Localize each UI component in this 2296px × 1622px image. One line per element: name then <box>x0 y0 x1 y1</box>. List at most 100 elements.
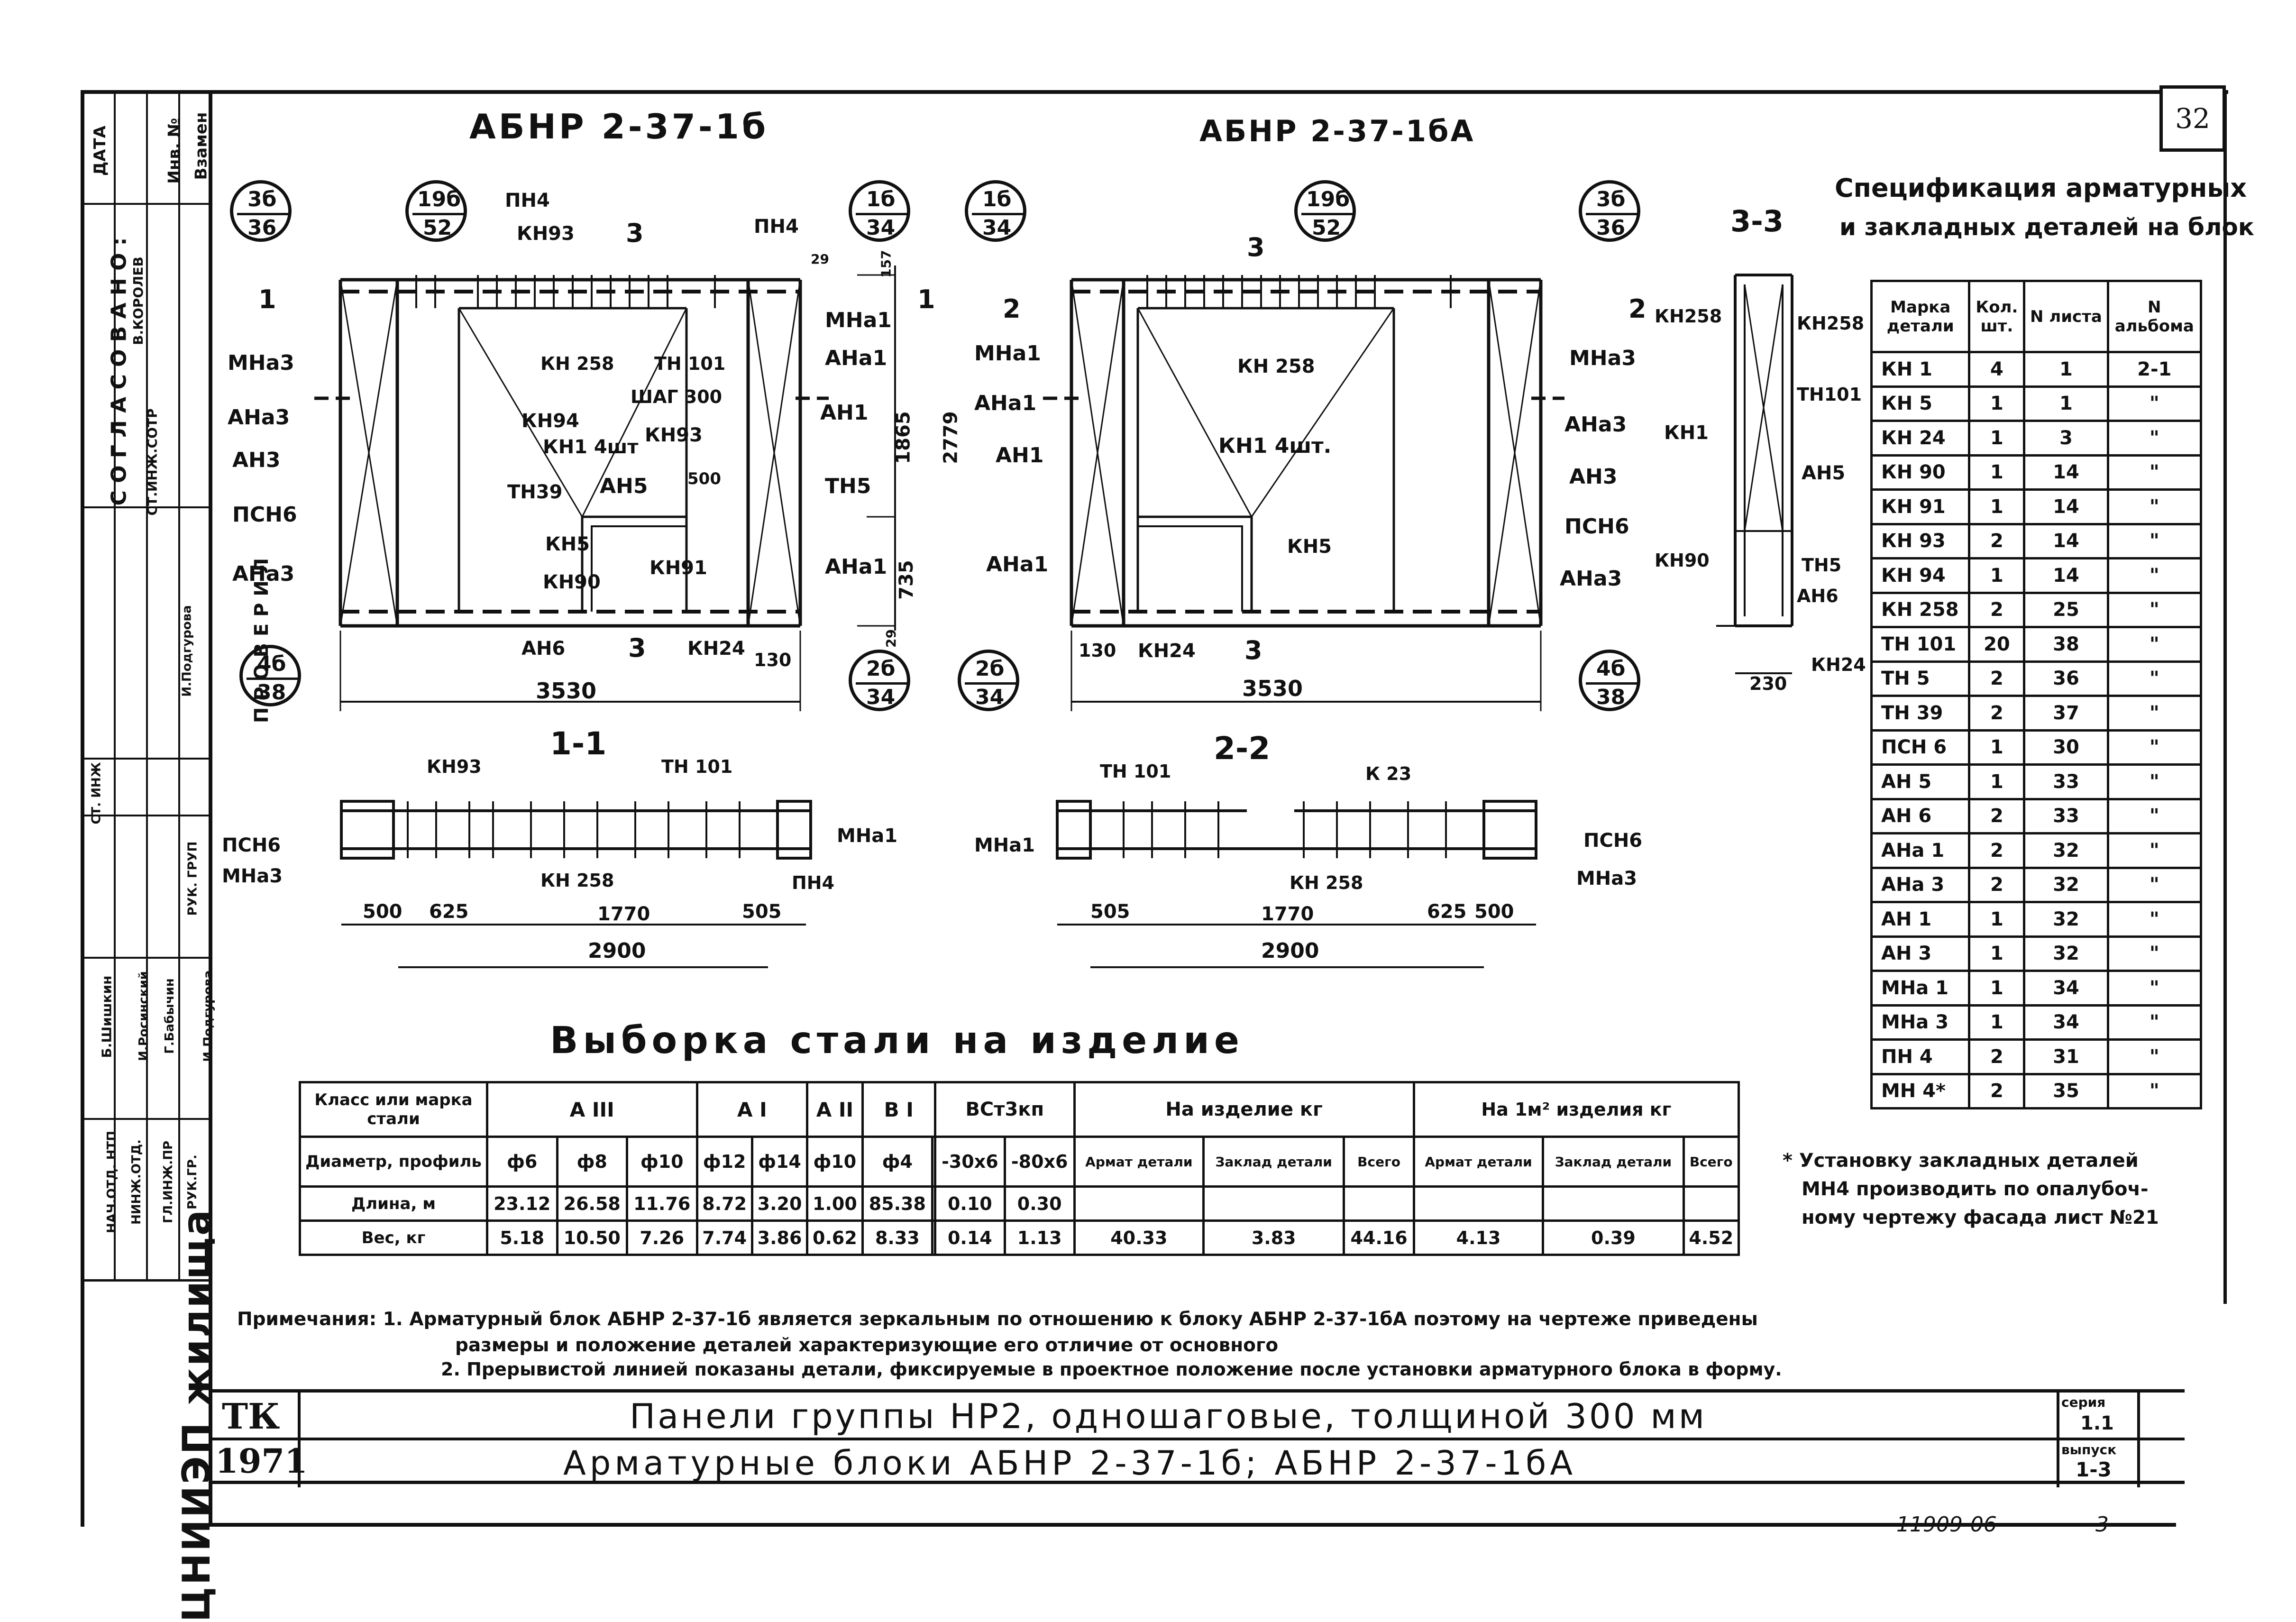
spec-cell: " <box>2106 901 2203 938</box>
stamp-podgurova: И.Подгурова <box>180 605 194 697</box>
bubble-3b-36: 3б 36 <box>230 180 292 242</box>
tb-series-val: 1.1 <box>2080 1412 2114 1434</box>
steel-cell-len: 23.12 <box>486 1185 558 1222</box>
lv-label-mna3: МНа3 <box>228 351 294 375</box>
spec-cell: 32 <box>2023 832 2109 869</box>
steel-cell-wt: 40.33 <box>1073 1219 1205 1256</box>
steel-h-a3: А III <box>486 1081 698 1138</box>
steel-cell-diam: Армат детали <box>1412 1136 1545 1188</box>
spec-cell: " <box>2106 454 2203 491</box>
section-22-title: 2-2 <box>1214 730 1271 767</box>
frame-bottom-line <box>209 1523 2176 1527</box>
section-11-title: 1-1 <box>550 725 607 762</box>
s22-dim-1770: 1770 <box>1261 903 1314 925</box>
steel-cell-len: 1.00 <box>806 1185 864 1222</box>
lv-label-pn4-a: ПН4 <box>505 190 550 211</box>
spec-cell: КН 93 <box>1870 522 1971 559</box>
steel-cell-wt: 3.83 <box>1202 1219 1345 1256</box>
steel-h-na-m2: На 1м² изделия кг <box>1412 1081 1740 1138</box>
steel-cell-len <box>1682 1185 1740 1222</box>
steel-cell-wt: 0.14 <box>933 1219 1006 1256</box>
tb-line1: Панели группы НР2, одношаговые, толщиной… <box>630 1396 1707 1436</box>
notes-line-2: размеры и положение деталей характеризую… <box>455 1335 1279 1356</box>
spec-cell: АНа 3 <box>1870 866 1971 903</box>
s33-label-tn101: ТН101 <box>1797 384 1862 405</box>
steel-cell-len: 85.38 <box>861 1185 934 1222</box>
steel-cell-len: 0.10 <box>933 1185 1006 1222</box>
steel-cell-diam: Армат детали <box>1073 1136 1205 1188</box>
stamp-role-4: РУК.ГР. <box>185 1155 200 1210</box>
stamp-name-2: И.Росинский <box>136 971 151 1061</box>
rv-label-mna1: МНа1 <box>974 341 1041 366</box>
steel-cell-wt <box>931 1219 936 1256</box>
spec-cell: " <box>2106 695 2203 732</box>
spec-header-mark: Марка детали <box>1870 280 1971 353</box>
s11-label-tn101: ТН 101 <box>661 756 733 777</box>
lv-label-ana3-b: АНа3 <box>232 562 295 586</box>
stamp-role-1: НАЧ.ОТД. НТП <box>104 1131 119 1233</box>
spec-cell: 4 <box>1968 351 2026 388</box>
spec-cell: 2 <box>1968 660 2026 697</box>
s11-dim-1770: 1770 <box>597 903 650 925</box>
spec-cell: 34 <box>2023 1004 2109 1041</box>
spec-cell: АН 6 <box>1870 797 1971 834</box>
steel-h-vst: ВСт3кп <box>933 1081 1076 1138</box>
s22-label-k23: К 23 <box>1365 763 1412 784</box>
lv-label-kn24: КН24 <box>687 638 745 660</box>
tb-issue-val: 1-3 <box>2076 1458 2112 1481</box>
steel-cell-wt: 3.86 <box>750 1219 809 1256</box>
rv-label-ana3-a: АНа3 <box>1564 412 1627 437</box>
lv-dim-130: 130 <box>754 650 792 670</box>
steel-cell-wt: 44.16 <box>1343 1219 1415 1256</box>
s22-label-psn6: ПСН6 <box>1583 830 1643 852</box>
steel-cell-diam: ф6 <box>486 1136 558 1188</box>
lv-label-mna1: МНа1 <box>825 308 892 332</box>
spec-cell: 1 <box>1968 901 2026 938</box>
spec-cell: ПСН 6 <box>1870 729 1971 766</box>
spec-cell: КН 91 <box>1870 488 1971 525</box>
rv-bubble-1b-34: 1б 34 <box>965 180 1026 242</box>
bubble-2b-34: 2б 34 <box>849 650 910 711</box>
spec-cell: 37 <box>2023 695 2109 732</box>
spec-cell: 1 <box>2023 385 2109 422</box>
lv-section-1-right: 1 <box>917 284 935 314</box>
spec-cell: 1 <box>1968 970 2026 1007</box>
stamp-col-vzamen: Взамен <box>192 112 211 180</box>
lv-label-kn1: КН1 4шт <box>543 436 639 458</box>
s11-dim-500: 500 <box>363 901 402 923</box>
lv-label-ana1-a: АНа1 <box>825 346 887 370</box>
s11-label-pn4: ПН4 <box>792 872 835 893</box>
steel-cell-len: 11.76 <box>626 1185 698 1222</box>
steel-cell-diam: ф12 <box>695 1136 753 1188</box>
steel-cell-wt: 5.18 <box>486 1219 558 1256</box>
spec-cell: " <box>2106 763 2203 800</box>
section-33-title: 3-3 <box>1730 204 1784 238</box>
rv-section-2-left: 2 <box>1003 294 1021 324</box>
steel-cell-len: 8.72 <box>695 1185 753 1222</box>
s22-dim-505: 505 <box>1090 901 1130 923</box>
spec-footnote-1: * Установку закладных деталей <box>1783 1150 2139 1172</box>
spec-cell: 1 <box>1968 385 2026 422</box>
stamp-st-inzh: СТ.ИНЖ.СОТР <box>144 408 160 516</box>
spec-cell: КН 1 <box>1870 351 1971 388</box>
steel-title: Выборка стали на изделие <box>550 1019 1244 1062</box>
rv-section-3-bottom: 3 <box>1244 635 1262 665</box>
title-block: ТК 1971 Панели группы НР2, одношаговые, … <box>212 1389 2185 1487</box>
lv-label-tn5: ТН5 <box>825 474 871 498</box>
steel-h-a1: А I <box>695 1081 809 1138</box>
spec-cell: 14 <box>2023 557 2109 594</box>
lv-label-kn93-a: КН93 <box>517 223 575 245</box>
lv-dim-lower: 735 <box>895 560 917 600</box>
steel-cell-diam: -80х6 <box>1003 1136 1076 1188</box>
rv-label-psn6: ПСН6 <box>1564 514 1629 539</box>
lv-label-tn101: ТН 101 <box>654 353 726 374</box>
spec-cell: " <box>2106 1038 2203 1075</box>
spec-cell: МНа 3 <box>1870 1004 1971 1041</box>
